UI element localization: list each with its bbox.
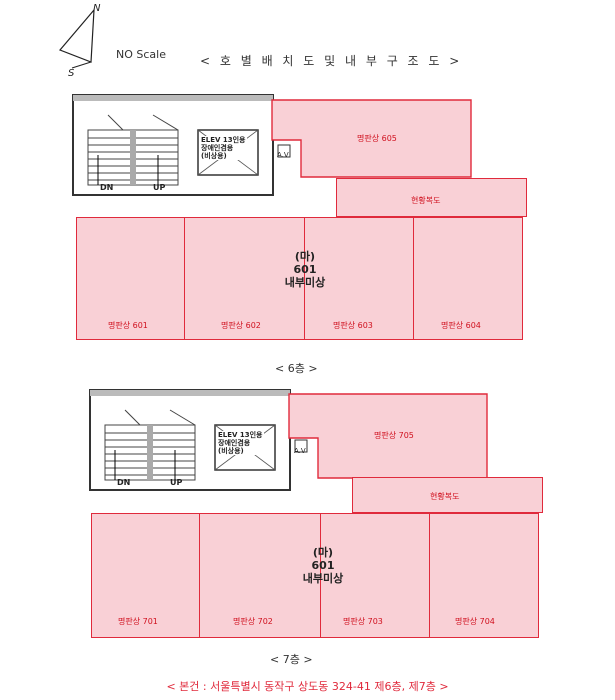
floor-6-unit-603-label: 명판상 603 [333, 321, 373, 330]
compass-south: S [68, 68, 75, 79]
floor-7-unit-704-label: 명판상 704 [455, 617, 495, 626]
floor-6-elevator-label: ELEV 13인용 장애인겸용 (비상용) [200, 136, 247, 160]
floor-7-unit-705-label: 명판상 705 [374, 431, 414, 440]
floor-7-av-label: A.V [294, 447, 306, 455]
floor-6-unit-605-label: 명판상 605 [357, 134, 397, 143]
floor-6-unit-604-label: 명판상 604 [441, 321, 481, 330]
floor-7-label: < 7층 > [270, 653, 313, 666]
floor-6-unit-602-label: 명판상 602 [221, 321, 261, 330]
floor-7-dn-label: DN [117, 478, 131, 487]
floor-7-unit-702-label: 명판상 702 [233, 617, 273, 626]
floor-7-unit-703-label: 명판상 703 [343, 617, 383, 626]
floor-7-corridor-label: 현황복도 [430, 492, 460, 501]
floor-6-av-label: A.V [277, 151, 289, 159]
floor-7-corridor [352, 477, 543, 513]
floor-6-unit-601 [76, 217, 185, 340]
floor-6-unit-602 [184, 217, 305, 340]
floor-7-elevator-label: ELEV 13인용 장애인겸용 (비상용) [217, 431, 264, 455]
floor-6-label: < 6층 > [275, 362, 318, 375]
floor-6-corridor [336, 178, 527, 217]
address-footer: < 본건 : 서울특별시 동작구 상도동 324-41 제6층, 제7층 > [166, 680, 449, 693]
floor-7-unit-701-label: 명판상 701 [118, 617, 158, 626]
compass-north: N [93, 3, 101, 14]
floor-6-center-note: (마) 601 내부미상 [284, 250, 326, 289]
floor-7-center-note: (마) 601 내부미상 [302, 546, 344, 585]
floor-6-unit-603 [304, 217, 414, 340]
floor-7-unit-705-shape [288, 393, 488, 479]
compass-icon [58, 8, 95, 69]
floor-6-up-label: UP [153, 183, 166, 192]
page-title: < 호 별 배 치 도 및 내 부 구 조 도 > [200, 54, 463, 68]
floor-7-up-label: UP [170, 478, 183, 487]
floor-6-unit-601-label: 명판상 601 [108, 321, 148, 330]
floor-6-core-drawing [72, 94, 291, 196]
scale-label: NO Scale [116, 48, 166, 61]
floor-7-unit-701 [91, 513, 200, 638]
floor-6-dn-label: DN [100, 183, 114, 192]
floor-6-unit-605-shape [271, 99, 472, 178]
floor-7-unit-704 [429, 513, 539, 638]
floor-7-core-drawing [89, 389, 308, 491]
floor-6-corridor-label: 현황복도 [411, 196, 441, 205]
floor-6-unit-604 [413, 217, 523, 340]
floor-7-unit-703 [320, 513, 430, 638]
